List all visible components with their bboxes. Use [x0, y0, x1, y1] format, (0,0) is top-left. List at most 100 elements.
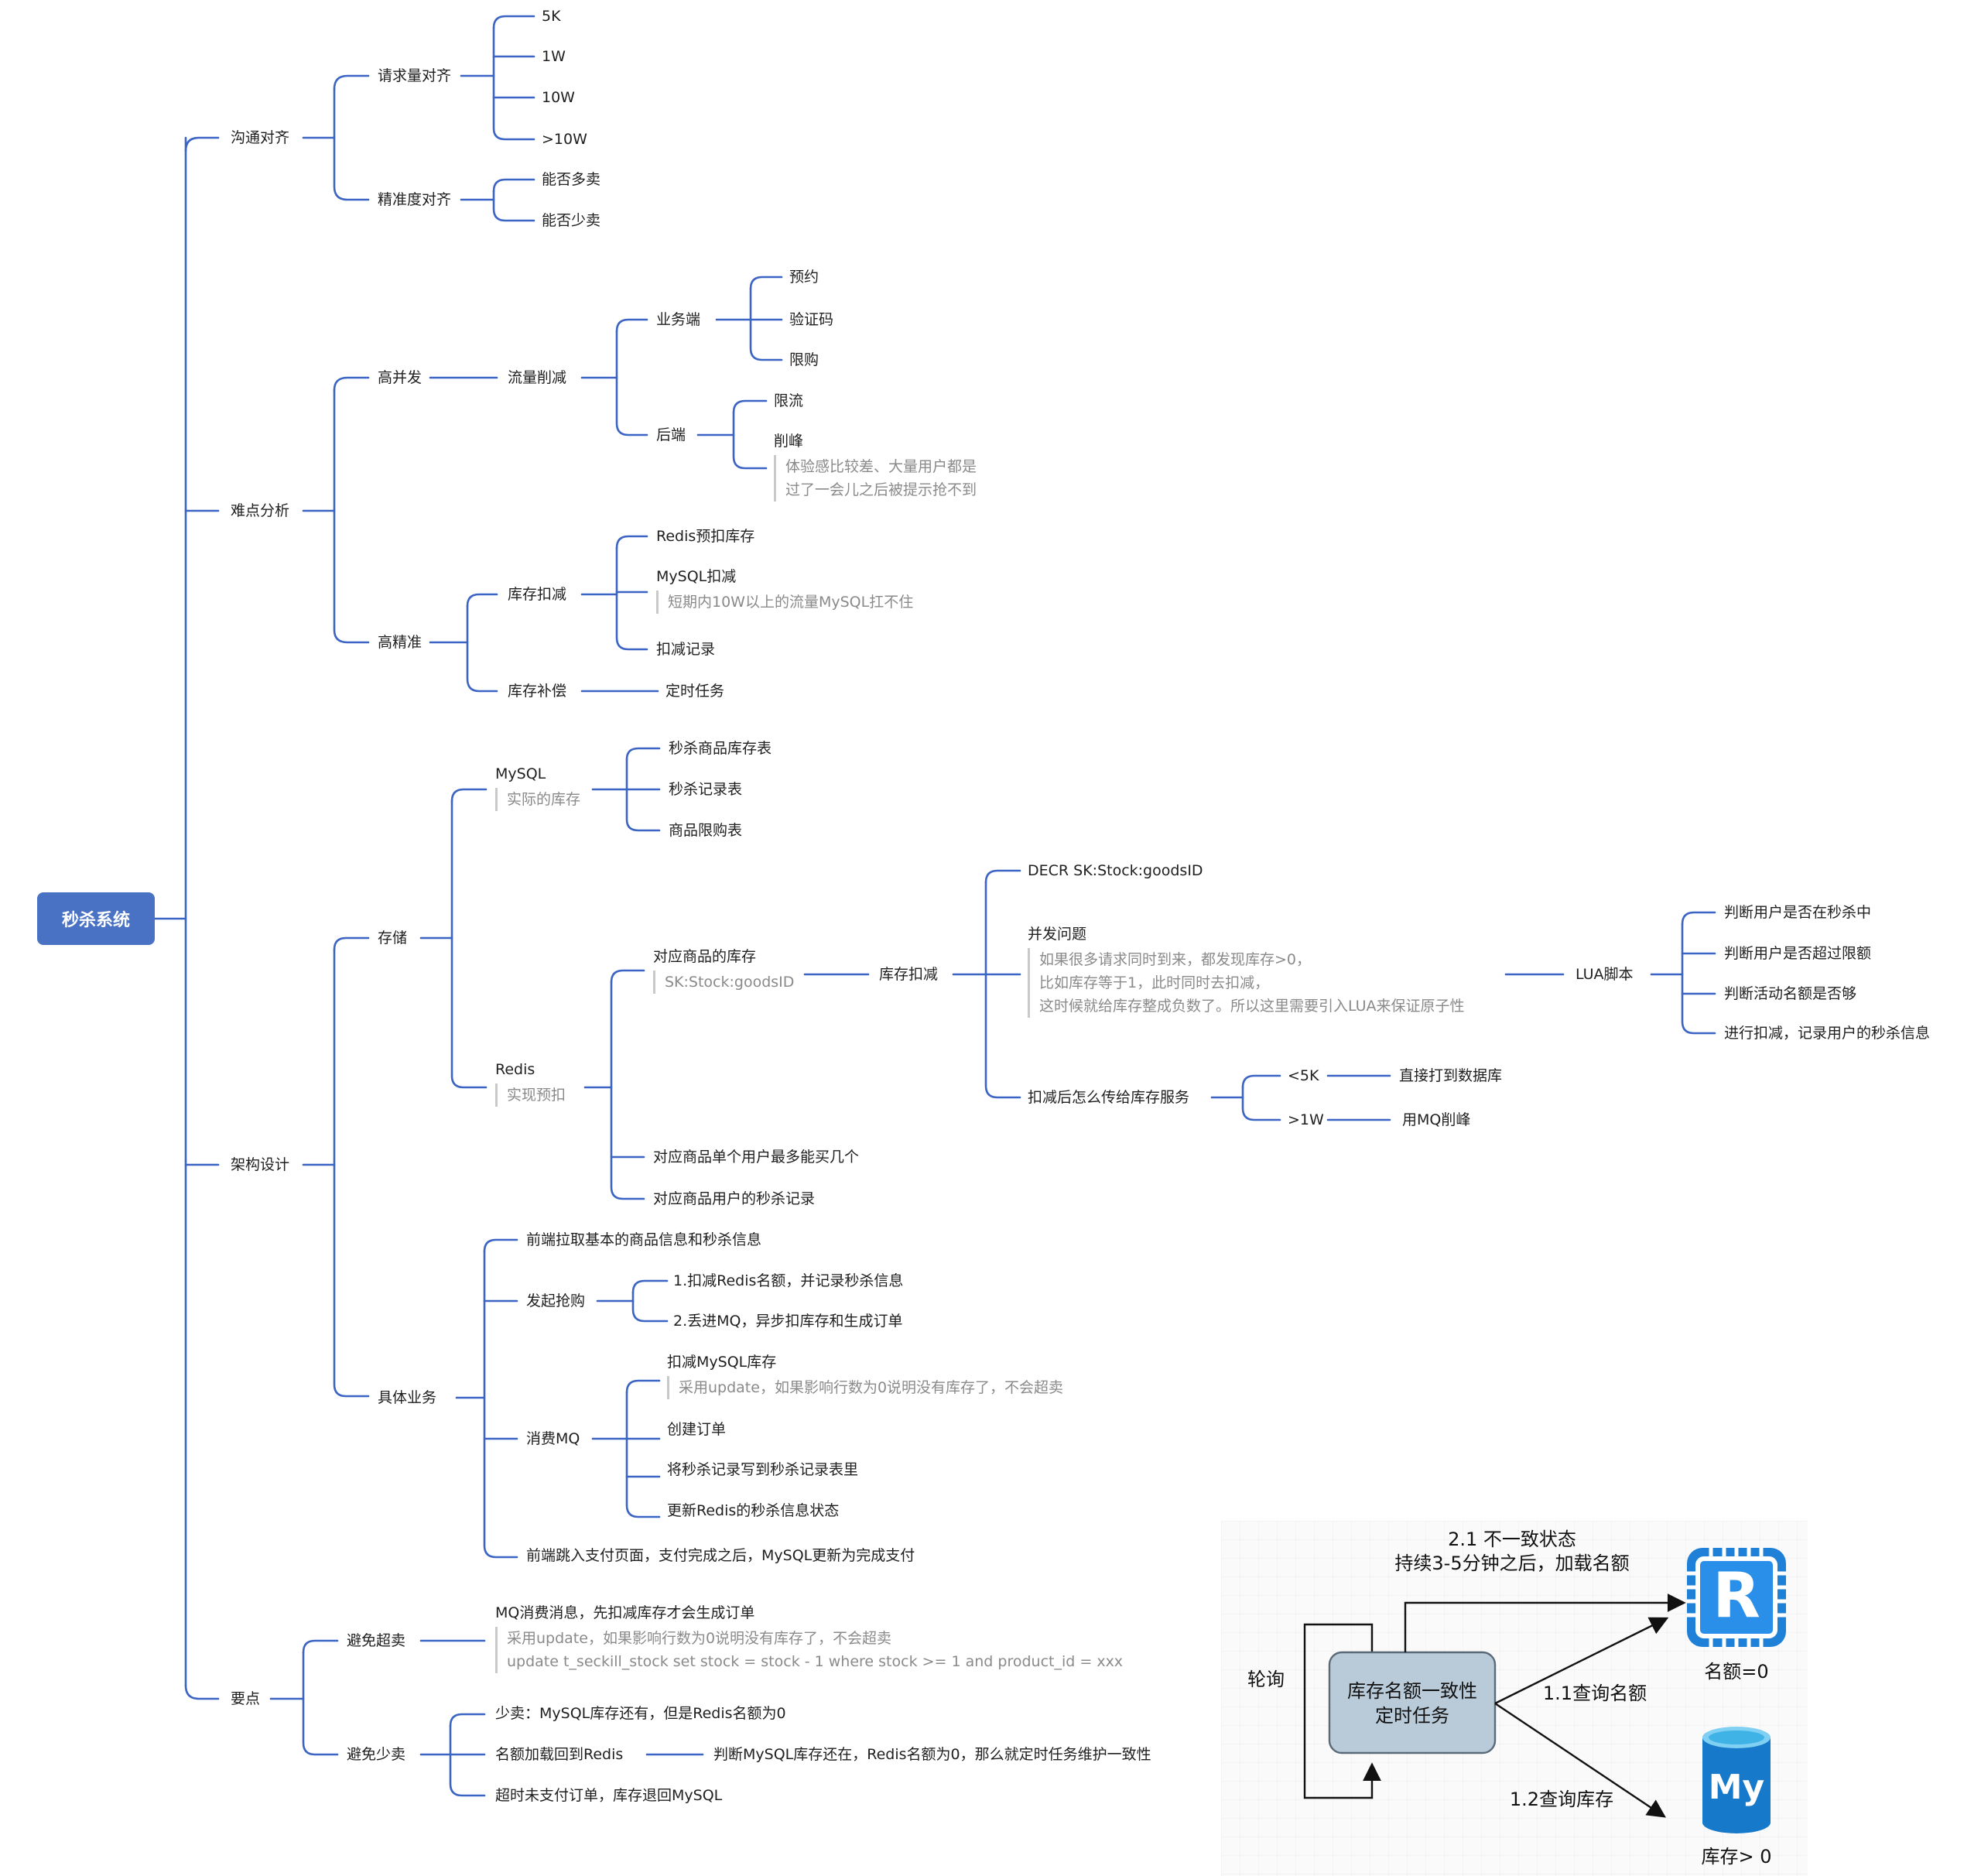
- query-stock-label: 1.2查询库存: [1510, 1789, 1613, 1810]
- node-stock-deduct[interactable]: 库存扣减: [508, 586, 567, 603]
- task-box-line2: 定时任务: [1375, 1705, 1449, 1727]
- leaf-rate-limit[interactable]: 限流: [774, 392, 804, 409]
- note-deduct-mysql-stock: 采用update，如果影响行数为0说明没有库存了，不会超卖: [667, 1376, 1063, 1399]
- leaf-write-record-table[interactable]: 将秒杀记录写到秒杀记录表里: [667, 1461, 859, 1478]
- note-line: update t_seckill_stock set stock = stock…: [507, 1653, 1124, 1670]
- leaf-request-over-10w[interactable]: >10W: [542, 131, 587, 148]
- leaf-captcha[interactable]: 验证码: [789, 311, 834, 328]
- note-line: 实现预扣: [507, 1087, 566, 1104]
- leaf-grab-step-2[interactable]: 2.丢进MQ，异步扣库存和生成订单: [673, 1313, 903, 1330]
- leaf-create-order[interactable]: 创建订单: [667, 1421, 727, 1438]
- node-communication[interactable]: 沟通对齐: [231, 129, 290, 146]
- leaf-deduct-mysql-stock[interactable]: 扣减MySQL库存: [667, 1354, 777, 1371]
- leaf-unpaid-return-stock[interactable]: 超时未支付订单，库存退回MySQL: [495, 1787, 723, 1804]
- leaf-deduct-record[interactable]: 扣减记录: [656, 641, 716, 658]
- leaf-request-10w[interactable]: 10W: [542, 89, 575, 106]
- note-line: 过了一会儿之后被提示抢不到: [785, 481, 977, 498]
- mysql-icon-letters: My: [1709, 1768, 1764, 1807]
- node-avoid-oversell[interactable]: 避免超卖: [347, 1632, 406, 1649]
- node-redis[interactable]: Redis: [495, 1061, 535, 1078]
- consistency-diagram: 2.1 不一致状态 持续3-5分钟之后，加载名额 轮询 库存名额一致性 定时任务…: [1221, 1521, 1808, 1876]
- inset-title-line1: 2.1 不一致状态: [1448, 1529, 1576, 1550]
- leaf-peak-shaving[interactable]: 削峰: [774, 433, 804, 450]
- leaf-lua-check-in-progress[interactable]: 判断用户是否在秒杀中: [1724, 904, 1872, 921]
- leaf-user-seckill-record[interactable]: 对应商品用户的秒杀记录: [653, 1190, 816, 1207]
- node-backend[interactable]: 后端: [656, 426, 686, 443]
- leaf-update-redis-status[interactable]: 更新Redis的秒杀信息状态: [667, 1502, 840, 1519]
- node-precision-align[interactable]: 精准度对齐: [378, 191, 452, 208]
- leaf-reload-quota[interactable]: 名额加载回到Redis: [495, 1746, 624, 1763]
- node-request-align[interactable]: 请求量对齐: [378, 67, 452, 84]
- node-keypoints[interactable]: 要点: [231, 1690, 261, 1707]
- task-box-line1: 库存名额一致性: [1347, 1680, 1477, 1702]
- leaf-request-1w[interactable]: 1W: [542, 48, 566, 65]
- note-line: 采用update，如果影响行数为0说明没有库存了，不会超卖: [679, 1379, 1064, 1396]
- node-difficulty[interactable]: 难点分析: [231, 502, 290, 519]
- leaf-direct-to-db[interactable]: 直接打到数据库: [1399, 1067, 1503, 1084]
- redis-caption: 名额=0: [1704, 1661, 1768, 1683]
- node-avoid-undersell[interactable]: 避免少卖: [347, 1746, 406, 1763]
- leaf-redis-prededuct[interactable]: Redis预扣库存: [656, 528, 755, 545]
- node-under-5k[interactable]: <5K: [1288, 1067, 1319, 1084]
- node-consume-mq[interactable]: 消费MQ: [526, 1430, 580, 1447]
- note-oversell: 采用update，如果影响行数为0说明没有库存了，不会超卖 update t_s…: [495, 1627, 1123, 1673]
- node-traffic-reduction[interactable]: 流量削减: [508, 369, 567, 386]
- leaf-oversell-mq[interactable]: MQ消费消息，先扣减库存才会生成订单: [495, 1604, 755, 1621]
- consistency-task-box[interactable]: [1328, 1651, 1497, 1754]
- node-over-1w[interactable]: >1W: [1288, 1111, 1324, 1128]
- leaf-lua-deduct-record[interactable]: 进行扣减，记录用户的秒杀信息: [1724, 1025, 1931, 1042]
- node-storage[interactable]: 存储: [378, 929, 408, 947]
- node-high-accuracy[interactable]: 高精准: [378, 634, 423, 651]
- leaf-lua-check-quota[interactable]: 判断活动名额是否够: [1724, 985, 1857, 1002]
- note-concurrency-problem: 如果很多请求同时到来，都发现库存>0， 比如库存等于1，此时同时去扣减， 这时候…: [1028, 948, 1465, 1018]
- leaf-grab-step-1[interactable]: 1.扣减Redis名额，并记录秒杀信息: [673, 1272, 904, 1289]
- redis-icon: R: [1687, 1548, 1786, 1647]
- node-pass-to-stock-service[interactable]: 扣减后怎么传给库存服务: [1028, 1089, 1190, 1106]
- query-quota-label: 1.1查询名额: [1543, 1683, 1647, 1704]
- note-mysql-deduct: 短期内10W以上的流量MySQL扛不住: [656, 591, 913, 614]
- leaf-reservation[interactable]: 预约: [789, 269, 819, 286]
- node-mysql[interactable]: MySQL: [495, 765, 546, 782]
- leaf-reload-quota-detail[interactable]: 判断MySQL库存还在，Redis名额为0，那么就定时任务维护一致性: [713, 1746, 1151, 1763]
- note-line: 如果很多请求同时到来，都发现库存>0，: [1039, 951, 1312, 968]
- leaf-undersell-check[interactable]: 能否少卖: [542, 212, 601, 229]
- node-lua-script[interactable]: LUA脚本: [1576, 966, 1634, 983]
- root-node[interactable]: 秒杀系统: [37, 892, 155, 945]
- mysql-icon: My: [1702, 1727, 1771, 1833]
- inset-poll-label: 轮询: [1247, 1669, 1285, 1690]
- leaf-fetch-info[interactable]: 前端拉取基本的商品信息和秒杀信息: [526, 1231, 762, 1248]
- leaf-mysql-deduct[interactable]: MySQL扣减: [656, 568, 737, 585]
- node-high-concurrency[interactable]: 高并发: [378, 369, 423, 386]
- leaf-oversell-check[interactable]: 能否多卖: [542, 171, 601, 188]
- leaf-lua-check-limit[interactable]: 判断用户是否超过限额: [1724, 945, 1872, 962]
- node-stock-compensate[interactable]: 库存补偿: [508, 683, 567, 700]
- leaf-undersell-case[interactable]: 少卖：MySQL库存还有，但是Redis名额为0: [495, 1705, 786, 1722]
- note-goods-stock-key: SK:Stock:goodsID: [653, 971, 794, 994]
- node-redis-deduct[interactable]: 库存扣减: [879, 966, 939, 983]
- note-line: 比如库存等于1，此时同时去扣减，: [1039, 974, 1270, 991]
- node-concurrency-problem[interactable]: 并发问题: [1028, 926, 1087, 943]
- node-business-flow[interactable]: 具体业务: [378, 1389, 437, 1406]
- node-business-side[interactable]: 业务端: [656, 311, 701, 328]
- note-mysql: 实际的库存: [495, 788, 580, 811]
- leaf-purchase-limit[interactable]: 限购: [789, 351, 819, 368]
- leaf-decr-command[interactable]: DECR SK:Stock:goodsID: [1028, 862, 1203, 879]
- redis-icon-letter: R: [1712, 1559, 1760, 1631]
- note-peak-shaving: 体验感比较差、大量用户都是 过了一会儿之后被提示抢不到: [774, 455, 977, 502]
- leaf-per-user-limit[interactable]: 对应商品单个用户最多能买几个: [653, 1149, 860, 1166]
- leaf-seckill-stock-table[interactable]: 秒杀商品库存表: [669, 740, 772, 757]
- note-line: 体验感比较差、大量用户都是: [785, 458, 977, 475]
- node-start-grab[interactable]: 发起抢购: [526, 1292, 586, 1309]
- node-architecture[interactable]: 架构设计: [231, 1156, 290, 1173]
- note-line: SK:Stock:goodsID: [665, 974, 795, 991]
- leaf-jump-to-payment[interactable]: 前端跳入支付页面，支付完成之后，MySQL更新为完成支付: [526, 1547, 915, 1564]
- leaf-scheduled-task[interactable]: 定时任务: [665, 683, 725, 700]
- note-line: 这时候就给库存整成负数了。所以这里需要引入LUA来保证原子性: [1039, 998, 1465, 1015]
- leaf-mq-peak-shaving[interactable]: 用MQ削峰: [1402, 1111, 1471, 1128]
- leaf-seckill-record-table[interactable]: 秒杀记录表: [669, 781, 743, 798]
- inset-title-line2: 持续3-5分钟之后，加载名额: [1394, 1552, 1629, 1574]
- leaf-request-5k[interactable]: 5K: [542, 8, 561, 25]
- node-goods-stock[interactable]: 对应商品的库存: [653, 948, 757, 965]
- leaf-purchase-limit-table[interactable]: 商品限购表: [669, 822, 743, 839]
